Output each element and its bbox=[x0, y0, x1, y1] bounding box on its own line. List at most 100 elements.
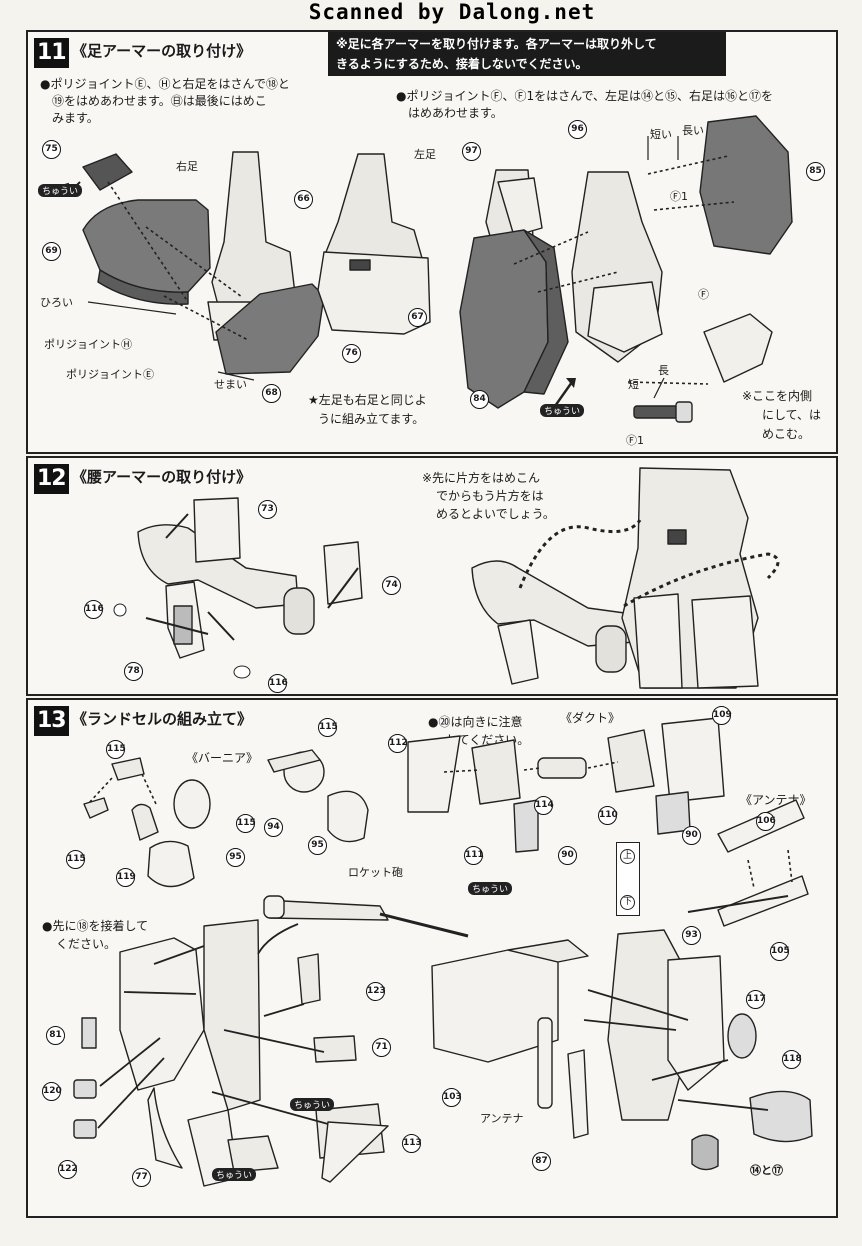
label-narrow: せまい bbox=[214, 378, 247, 391]
part-number: 112 bbox=[388, 734, 408, 753]
label-rocket: ロケット砲 bbox=[348, 866, 403, 879]
leg-armor-diagram bbox=[41, 115, 793, 423]
note-90: ●⑳は向きに注意 bbox=[428, 715, 523, 729]
label-short: 短 bbox=[628, 378, 639, 391]
label-antenna: アンテナ bbox=[480, 1112, 524, 1125]
backpack-diagram bbox=[73, 717, 813, 1187]
part-number: 123 bbox=[366, 982, 386, 1001]
part-number: 90 bbox=[558, 846, 577, 865]
part-number: 87 bbox=[532, 1152, 551, 1171]
step-12-note: ※先に片方をはめこん bbox=[422, 471, 541, 485]
part-number: 76 bbox=[342, 344, 361, 363]
part-number: 75 bbox=[42, 140, 61, 159]
part-number: 116 bbox=[268, 674, 288, 693]
star-note: ★左足も右足と同じよ bbox=[308, 393, 427, 407]
label-right-leg: 右足 bbox=[176, 160, 198, 173]
part-number: 90 bbox=[682, 826, 701, 845]
part-number: 118 bbox=[782, 1050, 802, 1069]
part-number: 78 bbox=[124, 662, 143, 681]
part-number: 109 bbox=[712, 706, 732, 725]
part-number: 85 bbox=[806, 162, 825, 181]
part-number: 115 bbox=[318, 718, 338, 737]
label-104-107: ⑭と⑰ bbox=[750, 1164, 783, 1177]
instruction-text: はめあわせます。 bbox=[408, 106, 503, 120]
step-11-panel: 11 《足アーマーの取り付け》 ※足に各アーマーを取り付けます。各アーマーは取り… bbox=[26, 30, 838, 454]
up-mark: 上 bbox=[620, 849, 635, 864]
star-note: うに組み立てます。 bbox=[318, 412, 425, 426]
label-poly-h: ポリジョイントⒽ bbox=[44, 338, 132, 351]
step-11-note: ※足に各アーマーを取り付けます。各アーマーは取り外して きるようにするため、接着… bbox=[328, 32, 726, 76]
part-number: 119 bbox=[116, 868, 136, 887]
part-number: 117 bbox=[746, 990, 766, 1009]
inside-note: めこむ。 bbox=[762, 427, 811, 441]
down-mark: 下 bbox=[620, 895, 635, 910]
note-81: ●先に⑱を接着して bbox=[42, 919, 149, 933]
label-vernier: 《バーニア》 bbox=[186, 751, 259, 765]
scan-watermark: Scanned by Dalong.net bbox=[308, 0, 596, 24]
part-number: 110 bbox=[598, 806, 618, 825]
part-number: 66 bbox=[294, 190, 313, 209]
label-f1: Ⓕ1 bbox=[626, 434, 644, 447]
step-12-note: めるとよいでしょう。 bbox=[436, 507, 555, 521]
part-number: 68 bbox=[262, 384, 281, 403]
part-number: 95 bbox=[308, 836, 327, 855]
part-number: 115 bbox=[236, 814, 256, 833]
part-number: 84 bbox=[470, 390, 489, 409]
label-f1: Ⓕ1 bbox=[670, 190, 688, 203]
inside-note: ※ここを内側 bbox=[742, 389, 813, 403]
instruction-text: ⑲をはめあわせます。㊐は最後にはめこ bbox=[52, 94, 267, 108]
instruction-text: みます。 bbox=[52, 111, 99, 125]
caution-tag: ちゅうい bbox=[212, 1168, 257, 1181]
part-number: 120 bbox=[42, 1082, 62, 1101]
note-line: ※足に各アーマーを取り付けます。各アーマーは取り外して bbox=[336, 37, 657, 51]
part-number: 81 bbox=[46, 1026, 65, 1045]
step-12-number: 12 bbox=[34, 464, 69, 494]
step-12-panel: 12 《腰アーマーの取り付け》 ※先に片方をはめこん でからもう片方をは めると… bbox=[26, 456, 838, 696]
part-number: 116 bbox=[84, 600, 104, 619]
label-short: 短い bbox=[650, 128, 672, 141]
step-12-note: でからもう片方をは bbox=[436, 489, 544, 503]
step-12-title: 《腰アーマーの取り付け》 bbox=[72, 468, 252, 486]
inside-note: にして、は bbox=[762, 408, 822, 422]
step-13-number: 13 bbox=[34, 706, 69, 736]
part-number: 115 bbox=[66, 850, 86, 869]
caution-tag: ちゅうい bbox=[290, 1098, 335, 1111]
step-11-title: 《足アーマーの取り付け》 bbox=[72, 42, 252, 60]
part-number: 103 bbox=[442, 1088, 462, 1107]
label-poly-e: ポリジョイントⒺ bbox=[66, 368, 154, 381]
part-number: 105 bbox=[770, 942, 790, 961]
label-f: Ⓕ bbox=[698, 288, 709, 301]
part-number: 95 bbox=[226, 848, 245, 867]
note-line: きるようにするため、接着しないでください。 bbox=[336, 57, 588, 71]
part-number: 113 bbox=[402, 1134, 422, 1153]
part-number: 77 bbox=[132, 1168, 151, 1187]
label-duct: 《ダクト》 bbox=[560, 711, 621, 725]
waist-armor-diagram bbox=[113, 467, 780, 689]
part-number: 97 bbox=[462, 142, 481, 161]
part-number: 122 bbox=[58, 1160, 78, 1179]
part-number: 74 bbox=[382, 576, 401, 595]
part-number: 73 bbox=[258, 500, 277, 519]
caution-tag: ちゅうい bbox=[468, 882, 513, 895]
orientation-tab: 上 下 bbox=[616, 842, 640, 916]
part-number: 71 bbox=[372, 1038, 391, 1057]
step-11-number: 11 bbox=[34, 38, 69, 68]
part-number: 69 bbox=[42, 242, 61, 261]
part-number: 106 bbox=[756, 812, 776, 831]
label-long: 長 bbox=[658, 364, 669, 377]
label-left-leg: 左足 bbox=[414, 148, 436, 161]
caution-tag: ちゅうい bbox=[38, 184, 83, 197]
label-wide: ひろい bbox=[40, 296, 73, 309]
note-81: ください。 bbox=[56, 937, 117, 951]
part-number: 111 bbox=[464, 846, 484, 865]
part-number: 93 bbox=[682, 926, 701, 945]
part-number: 67 bbox=[408, 308, 427, 327]
step-13-title: 《ランドセルの組み立て》 bbox=[72, 710, 253, 728]
label-long: 長い bbox=[682, 124, 704, 137]
part-number: 96 bbox=[568, 120, 587, 139]
part-number: 114 bbox=[534, 796, 554, 815]
step-13-panel: 13 《ランドセルの組み立て》 《バーニア》 ●⑳は向きに注意 してください。 … bbox=[26, 698, 838, 1218]
part-number: 115 bbox=[106, 740, 126, 759]
instruction-text: ●ポリジョイントⒺ、Ⓗと右足をはさんで⑱と bbox=[40, 77, 290, 91]
